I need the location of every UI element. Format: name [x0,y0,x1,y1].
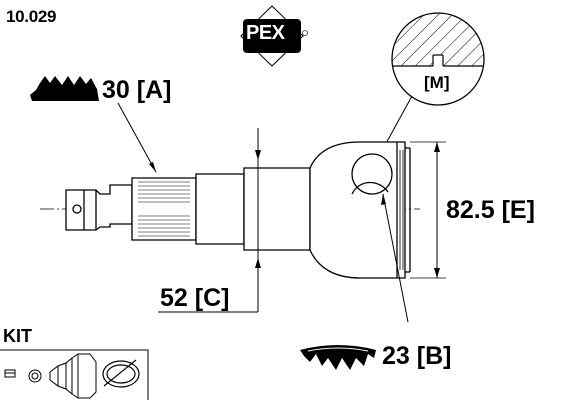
outer-bell [309,141,411,279]
kit-boot-icon [49,353,97,399]
kit-box [0,349,149,400]
part-number: 10.029 [6,7,57,26]
dimension-c-label: 52 [C] [160,284,230,312]
dimension-b-label: 23 [B] [382,342,452,370]
abs-ring-teeth-icon [300,345,376,370]
kit-label: KIT [3,326,32,346]
shaft [65,167,311,251]
kit-band-icon [102,359,140,388]
kit-clamp-icon [4,369,42,383]
detail-circle-m [377,12,485,159]
pex-logo-icon [240,5,308,67]
spline-teeth-icon [30,76,99,101]
dimension-e-label: 82.5 [E] [446,196,535,224]
brand-logo-text: PEX [246,22,285,44]
detail-marker-label: [M] [424,73,450,92]
dimension-a-label: 30 [A] [102,76,172,104]
